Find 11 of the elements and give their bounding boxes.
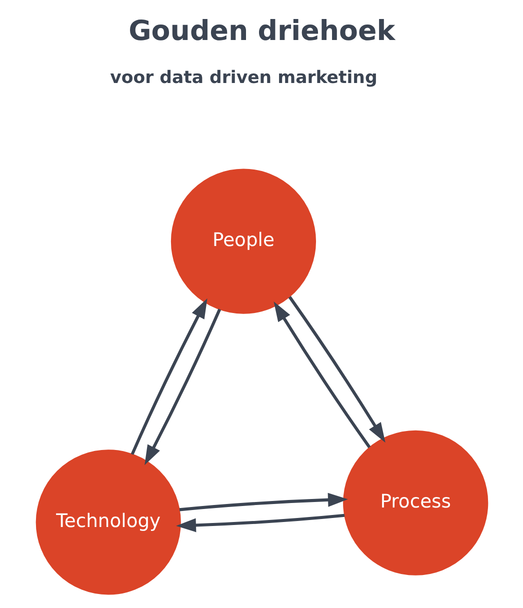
label: voor data driven marketing: [110, 68, 377, 88]
arrow: [273, 302, 370, 448]
arrow: [176, 514, 344, 532]
diagram-title: Gouden driehoek: [128, 14, 395, 48]
arrow: [288, 296, 385, 443]
arrow: [144, 308, 221, 466]
arrow: [178, 492, 348, 512]
node-circle: Process: [342, 430, 488, 576]
node-circle: People: [170, 168, 316, 314]
node-circle: Technology: [35, 450, 180, 595]
arrow: [130, 298, 207, 455]
